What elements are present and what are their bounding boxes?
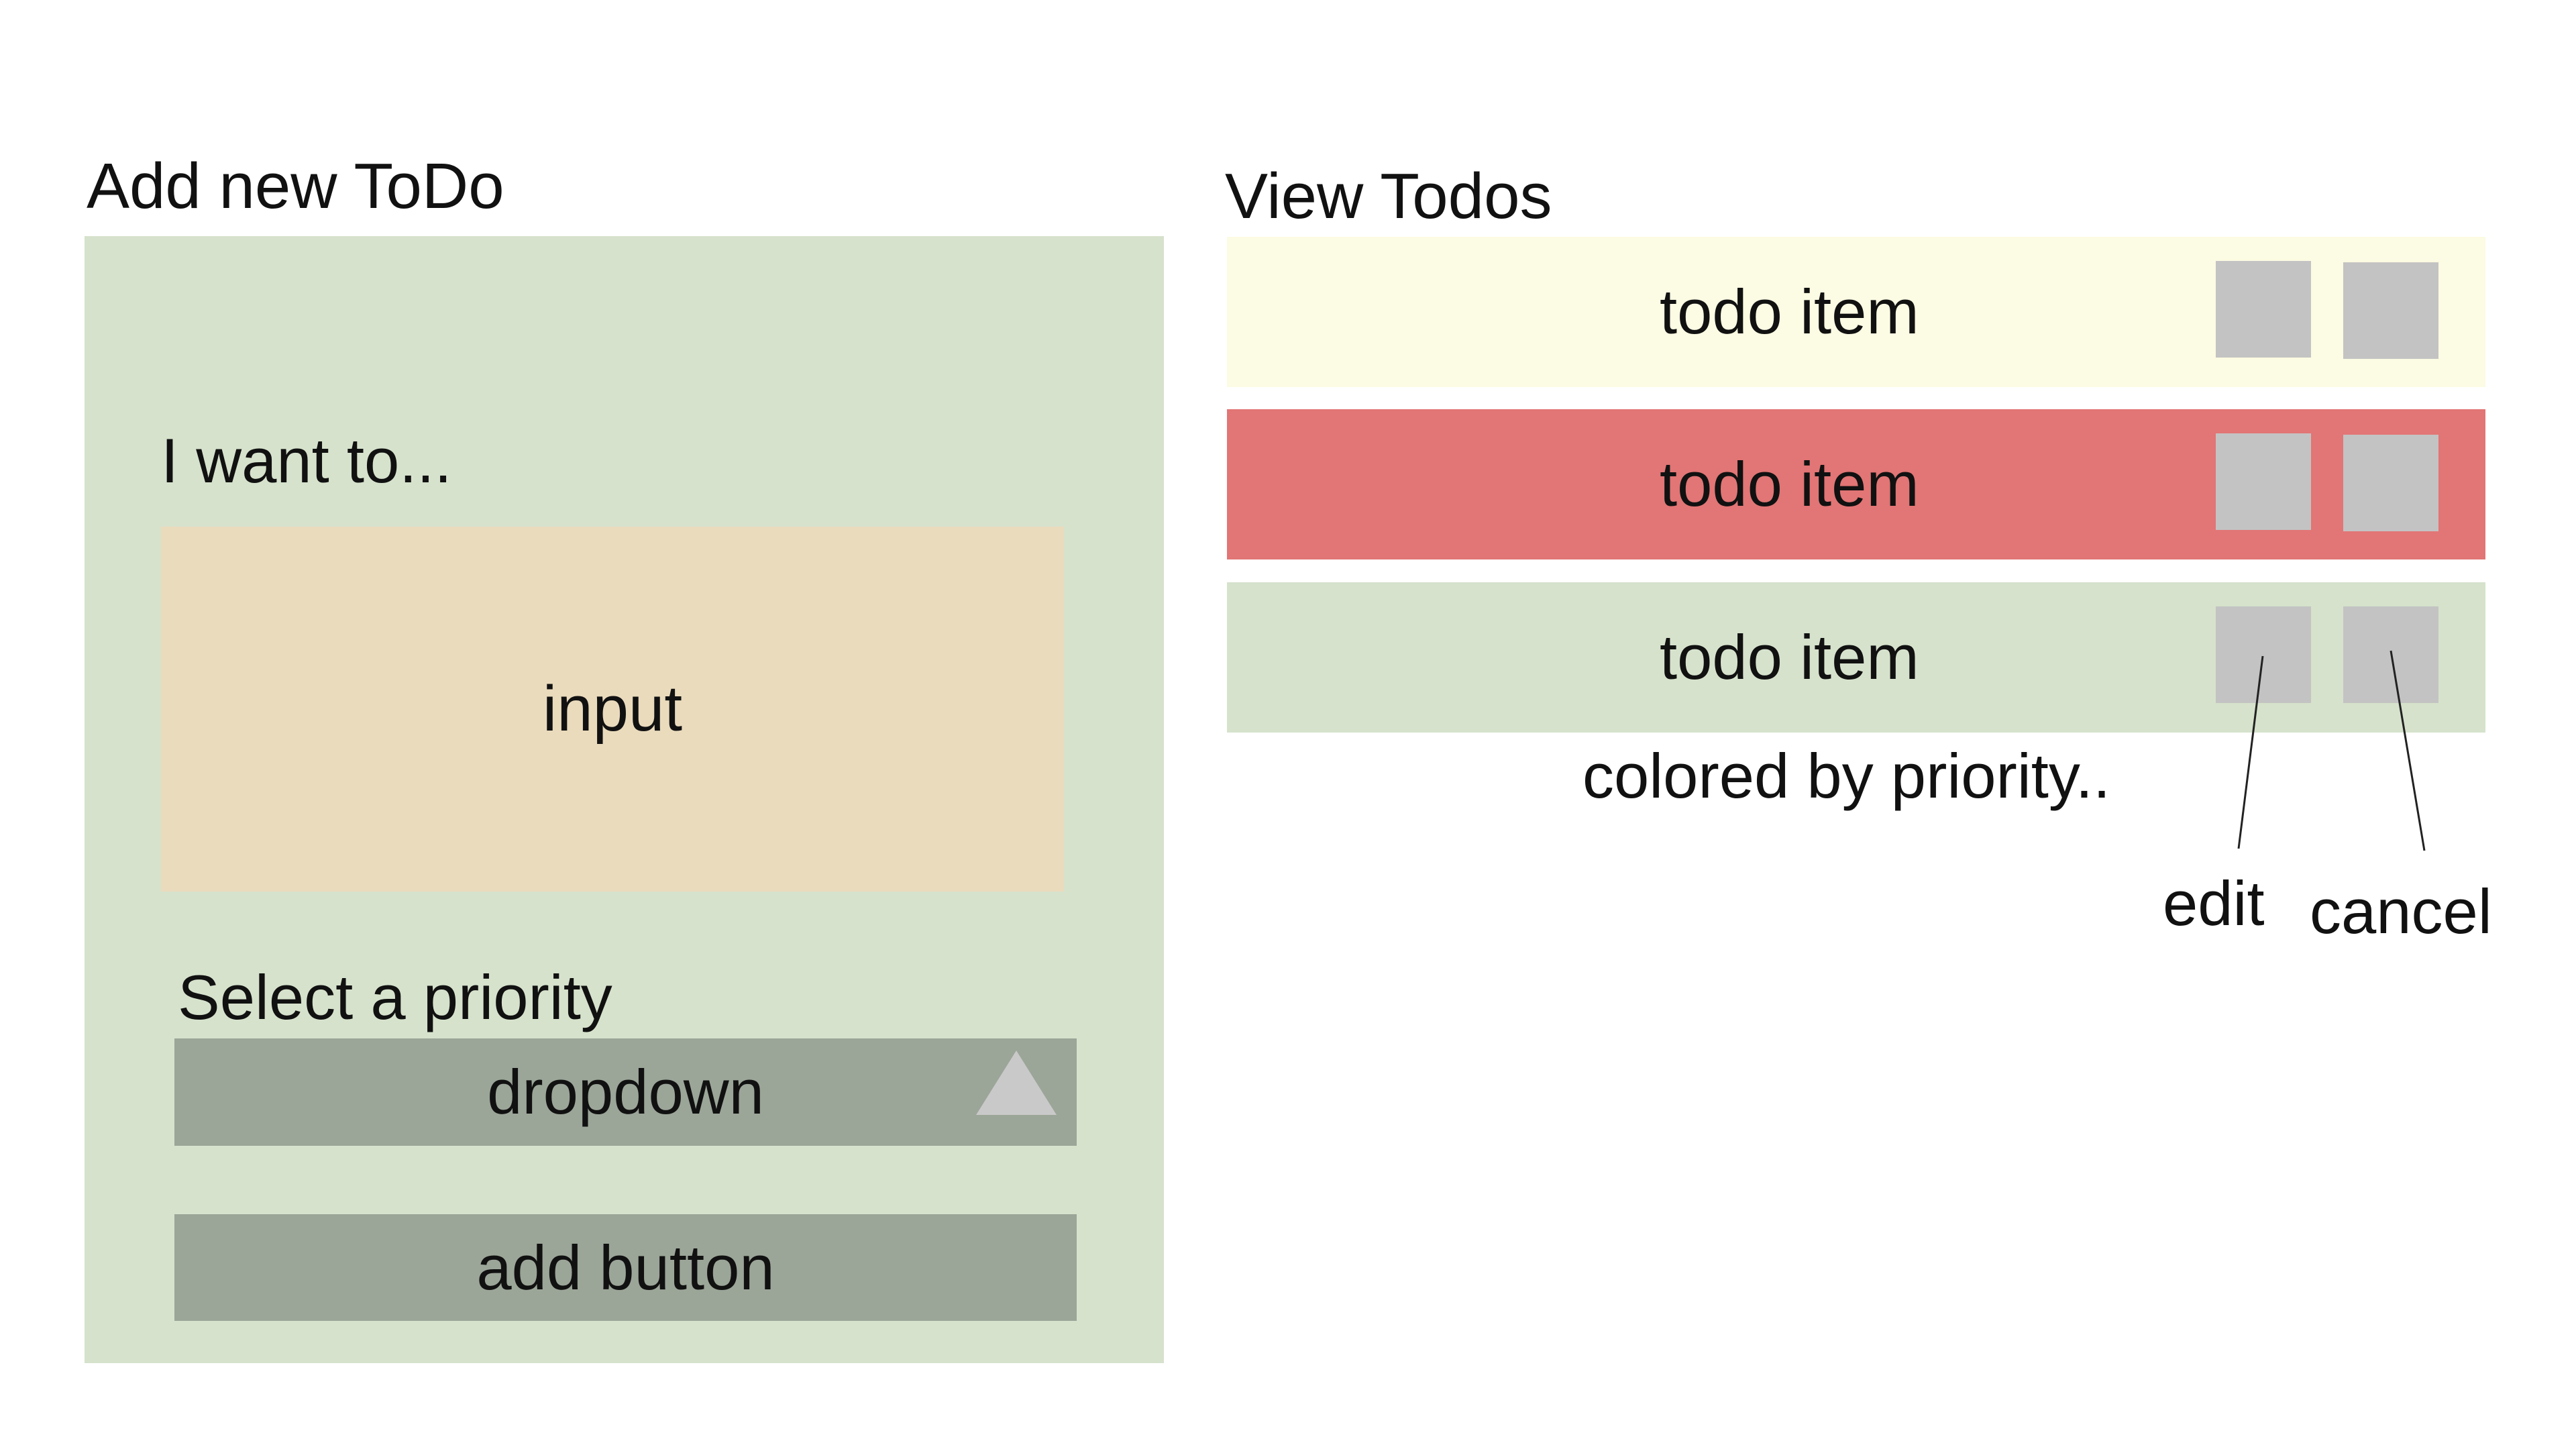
input-label: I want to... <box>161 425 452 496</box>
input-placeholder: input <box>542 673 683 745</box>
edit-icon[interactable] <box>2216 606 2311 703</box>
todo-item-label: todo item <box>1660 449 1919 519</box>
priority-label: Select a priority <box>178 962 612 1032</box>
todo-item-label: todo item <box>1660 622 1919 692</box>
todo-row: todo item <box>1227 409 2485 559</box>
dropdown-label: dropdown <box>487 1057 764 1127</box>
add-section-title: Add new ToDo <box>87 150 504 222</box>
priority-dropdown[interactable]: dropdown <box>174 1038 1077 1146</box>
view-section-title: View Todos <box>1225 160 1552 232</box>
cancel-icon[interactable] <box>2343 435 2438 531</box>
todo-row: todo item <box>1227 582 2485 733</box>
edit-icon[interactable] <box>2216 433 2311 530</box>
edit-annotation-label: edit <box>2163 868 2265 938</box>
cancel-icon[interactable] <box>2343 606 2438 703</box>
todo-item-label: todo item <box>1660 276 1919 347</box>
add-button[interactable]: add button <box>174 1214 1077 1321</box>
add-button-label: add button <box>476 1232 775 1303</box>
cancel-annotation-label: cancel <box>2310 876 2492 947</box>
dropdown-arrow-icon <box>976 1051 1057 1115</box>
edit-icon[interactable] <box>2216 261 2311 358</box>
cancel-icon[interactable] <box>2343 262 2438 359</box>
todo-input-field[interactable]: input <box>161 527 1064 892</box>
todo-row: todo item <box>1227 237 2485 387</box>
priority-color-note: colored by priority.. <box>1582 741 2111 811</box>
